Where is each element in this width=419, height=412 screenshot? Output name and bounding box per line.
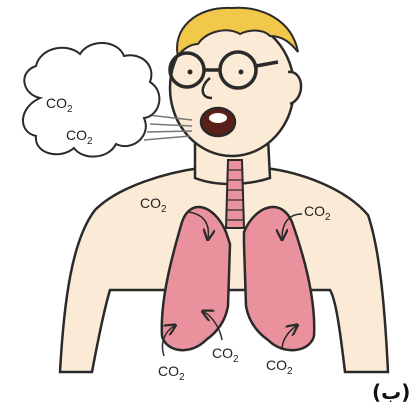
co2-label-lower-right: CO2	[266, 357, 293, 377]
co2-label-lower-left: CO2	[158, 363, 185, 383]
teeth	[209, 113, 227, 123]
ear-right	[288, 72, 301, 104]
panel-label: (ب)	[372, 380, 410, 404]
co2-label-lower-center: CO2	[212, 345, 239, 365]
